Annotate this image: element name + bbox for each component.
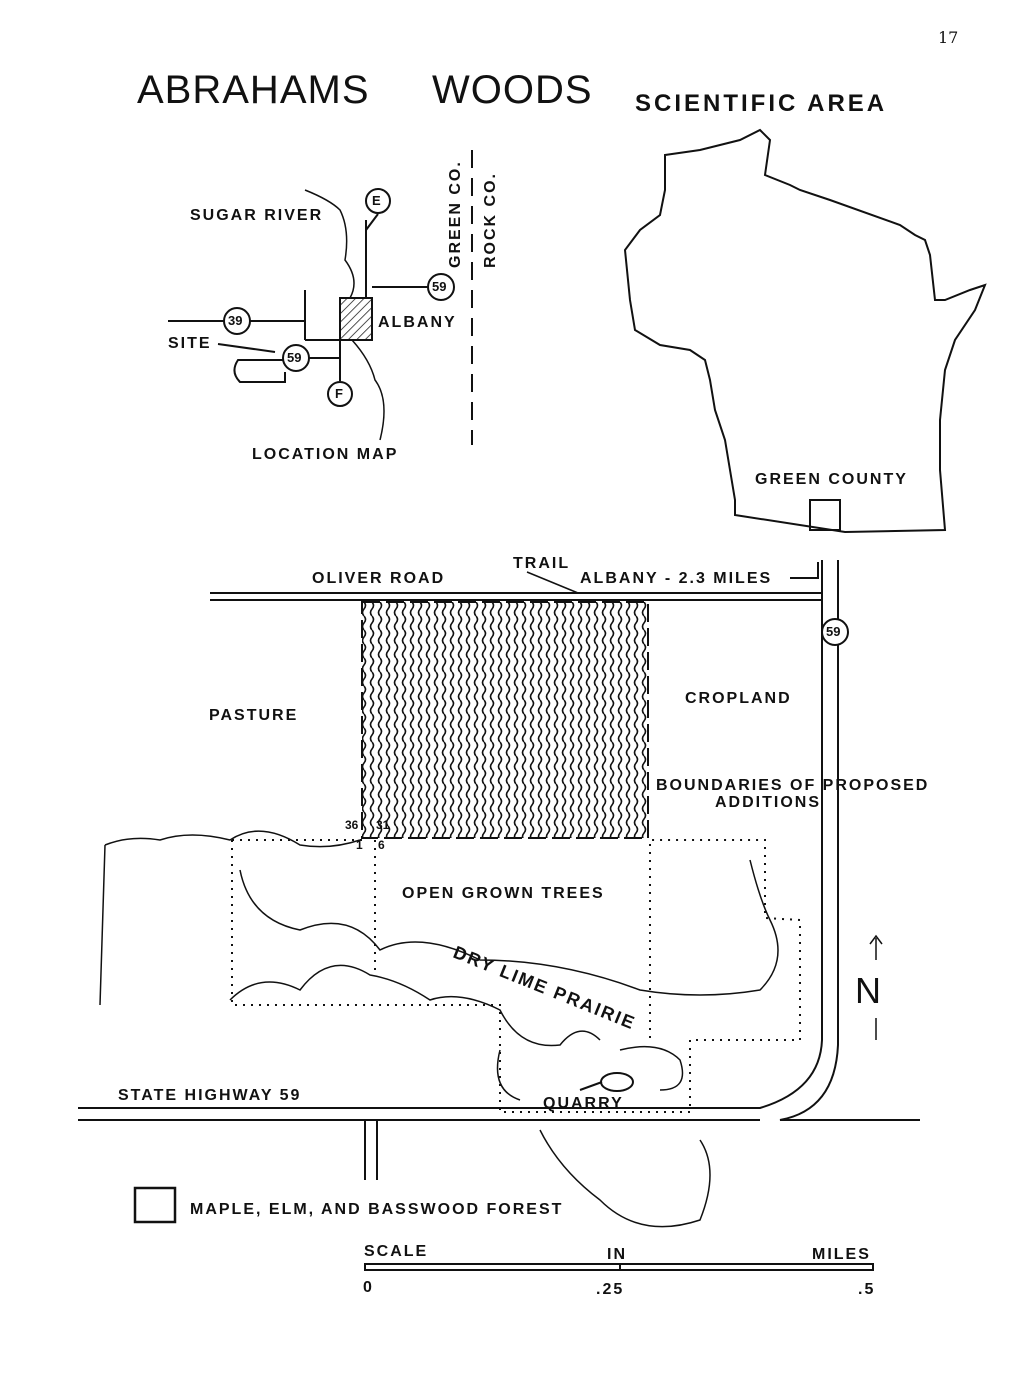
north-label: N bbox=[855, 970, 881, 1011]
green-county-label: GREEN COUNTY bbox=[755, 471, 908, 488]
route-59-b: 59 bbox=[287, 350, 302, 365]
albany-label: ALBANY bbox=[378, 314, 457, 331]
boundaries-label-2: ADDITIONS bbox=[715, 794, 821, 811]
rock-co-label: ROCK CO. bbox=[482, 172, 499, 268]
albany-distance-label: ALBANY - 2.3 MILES bbox=[580, 570, 773, 587]
title-part2: WOODS bbox=[432, 68, 593, 112]
sugar-river-label: SUGAR RIVER bbox=[190, 207, 324, 224]
forest-block bbox=[361, 601, 649, 839]
legend-forest-label: MAPLE, ELM, AND BASSWOOD FOREST bbox=[190, 1201, 564, 1218]
scale-unit-miles: MILES bbox=[812, 1246, 871, 1263]
section-36: 36 bbox=[345, 818, 359, 832]
route-f: F bbox=[335, 386, 343, 401]
page-number: 17 bbox=[938, 28, 959, 47]
section-1: 1 bbox=[356, 838, 363, 852]
route-59-a: 59 bbox=[432, 279, 447, 294]
section-31: 31 bbox=[376, 818, 390, 832]
state-highway-label: STATE HIGHWAY 59 bbox=[118, 1087, 302, 1104]
route-39: 39 bbox=[228, 313, 243, 328]
quarry-pit bbox=[600, 1072, 634, 1092]
route-e: E bbox=[372, 193, 381, 208]
section-6: 6 bbox=[378, 838, 385, 852]
scale-label: SCALE bbox=[364, 1243, 429, 1260]
title-part1: ABRAHAMS bbox=[137, 68, 370, 112]
quarry-label: QUARRY bbox=[543, 1095, 624, 1112]
boundaries-label-1: BOUNDARIES OF PROPOSED bbox=[656, 777, 930, 794]
legend-swatch bbox=[133, 1186, 177, 1224]
oliver-road-label: OLIVER ROAD bbox=[312, 570, 446, 587]
scale-tick-25: .25 bbox=[596, 1281, 625, 1298]
location-map-lines bbox=[168, 150, 473, 445]
cropland-label: CROPLAND bbox=[685, 690, 792, 707]
scale-tick-0: 0 bbox=[363, 1279, 374, 1296]
scale-unit-in: IN bbox=[607, 1246, 627, 1263]
pasture-label: PASTURE bbox=[209, 707, 299, 724]
scale-tick-5: .5 bbox=[858, 1281, 876, 1298]
location-map-caption: LOCATION MAP bbox=[252, 446, 399, 463]
route-59-main: 59 bbox=[826, 624, 841, 639]
site-label: SITE bbox=[168, 335, 212, 352]
trail-label: TRAIL bbox=[513, 555, 571, 572]
wisconsin-outline bbox=[623, 128, 987, 534]
open-grown-trees-label: OPEN GROWN TREES bbox=[402, 885, 605, 902]
green-county-box bbox=[809, 499, 841, 531]
green-co-label: GREEN CO. bbox=[447, 160, 464, 268]
subtitle: SCIENTIFIC AREA bbox=[635, 90, 888, 117]
